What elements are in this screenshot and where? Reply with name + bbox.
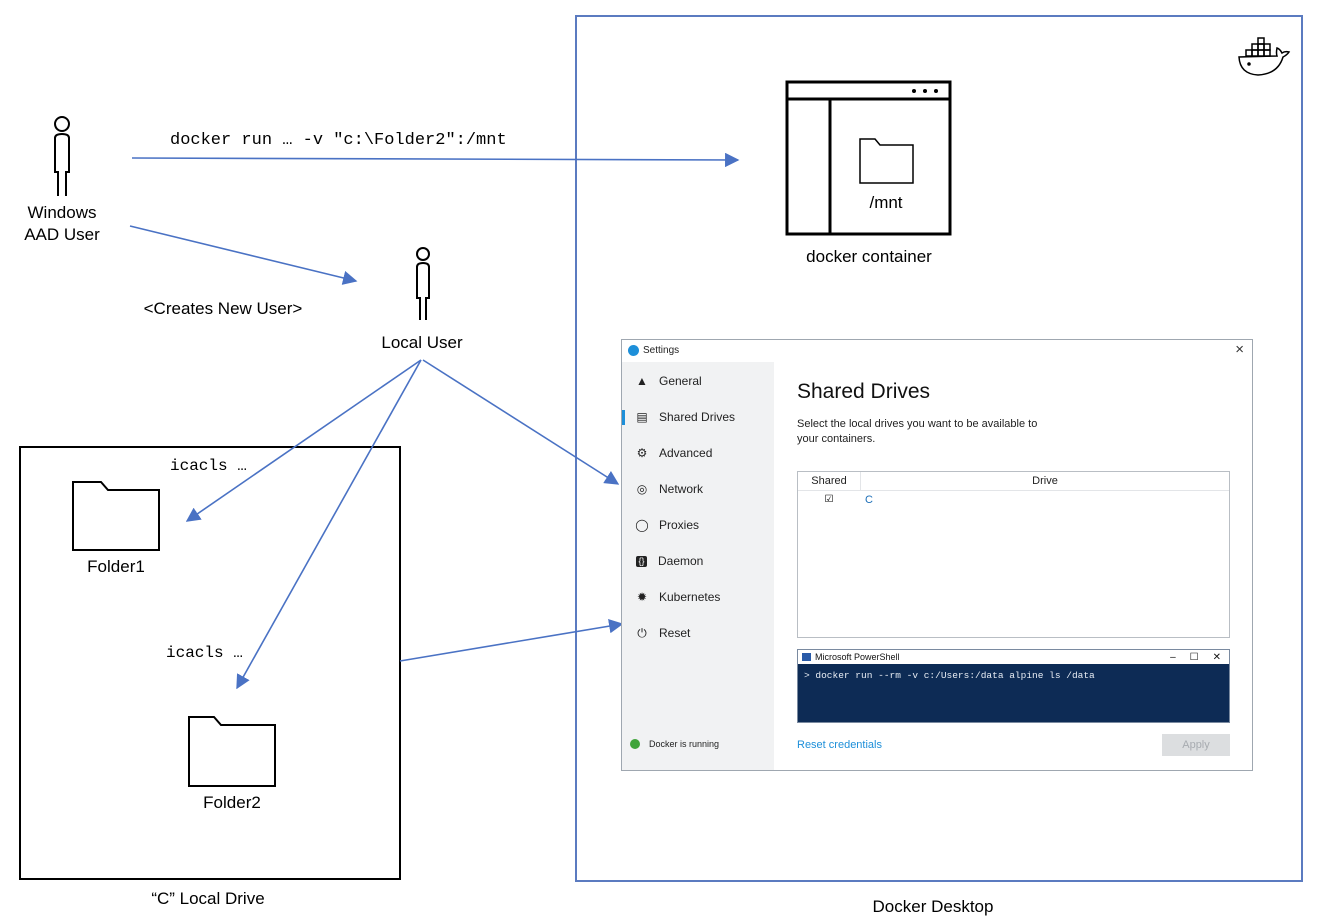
mnt-label: /mnt xyxy=(869,193,903,212)
docker-status: Docker is running xyxy=(630,739,719,749)
docker-whale-icon xyxy=(1238,37,1291,76)
windows-user-label: Windows AAD User xyxy=(12,202,112,246)
nav-item-shared-drives[interactable]: ▤ Shared Drives xyxy=(622,402,774,432)
nav-item-general[interactable]: ▲ General xyxy=(622,366,774,396)
windows-user-person-icon xyxy=(54,116,70,196)
nav-item-reset[interactable]: ⏻ Reset xyxy=(622,618,774,648)
nav-label-kubernetes: Kubernetes xyxy=(659,590,721,604)
settings-sidebar: ▲ General ▤ Shared Drives ⚙ Advanced ◎ Netwo… xyxy=(622,362,774,770)
description-line2: your containers. xyxy=(797,433,876,445)
drives-table: Shared Drive ☑ C xyxy=(797,471,1230,638)
minimize-icon[interactable]: – xyxy=(1170,651,1176,663)
powershell-titlebar: Microsoft PowerShell – ☐ ✕ xyxy=(798,650,1229,664)
nav-item-proxies[interactable]: ◯ Proxies xyxy=(622,510,774,540)
drive-letter: C xyxy=(865,494,873,506)
table-row[interactable]: ☑ C xyxy=(798,491,1229,509)
folder1-label: Folder1 xyxy=(87,557,145,576)
arrow-local-user-to-folder1 xyxy=(185,359,422,522)
gear-icon: ⚙ xyxy=(636,446,648,460)
settings-window: Settings × ▲ General ▤ Shared Drives ⚙ Adva… xyxy=(621,339,1253,771)
power-icon: ⏻ xyxy=(637,625,647,640)
status-dot-icon xyxy=(630,739,640,749)
powershell-icon xyxy=(802,653,811,661)
column-header-drive[interactable]: Drive xyxy=(1032,475,1058,487)
kubernetes-icon: ✹ xyxy=(636,590,648,604)
local-drive-boundary xyxy=(19,446,401,880)
nav-label-network: Network xyxy=(659,482,704,496)
nav-label-shared-drives: Shared Drives xyxy=(659,410,736,424)
docker-desktop-boundary xyxy=(575,15,1303,882)
nav-item-advanced[interactable]: ⚙ Advanced xyxy=(622,438,774,468)
docker-container-icon xyxy=(785,80,952,236)
arrow-drive-to-settings xyxy=(399,619,624,662)
arrow-local-user-to-folder2 xyxy=(236,359,422,690)
folder2-label: Folder2 xyxy=(203,793,261,812)
icacls-folder2-label: icacls … xyxy=(166,644,243,662)
shared-drives-description: Select the local drives you want to be a… xyxy=(797,417,1037,447)
description-line1: Select the local drives you want to be a… xyxy=(797,418,1038,430)
creates-new-user-label: <Creates New User> xyxy=(143,299,303,318)
nav-label-proxies: Proxies xyxy=(659,518,700,532)
proxy-icon: ◯ xyxy=(635,518,649,532)
docker-desktop-label: Docker Desktop xyxy=(872,897,994,916)
windows-user-line2: AAD User xyxy=(24,225,100,244)
nav-label-advanced: Advanced xyxy=(659,446,713,460)
nav-item-network[interactable]: ◎ Network xyxy=(622,474,774,504)
drives-table-header: Shared Drive xyxy=(798,472,1229,491)
nav-item-daemon[interactable]: {} Daemon xyxy=(622,546,774,576)
local-user-label: Local User xyxy=(381,333,463,352)
nav-label-daemon: Daemon xyxy=(658,554,704,568)
arrow-user-to-local-user xyxy=(129,225,358,285)
docker-container-label: docker container xyxy=(806,247,932,266)
settings-titlebar: Settings xyxy=(628,345,679,356)
docker-status-text: Docker is running xyxy=(649,739,720,749)
folder2-icon xyxy=(188,716,276,787)
powershell-close-icon[interactable]: ✕ xyxy=(1212,651,1221,663)
column-header-shared[interactable]: Shared xyxy=(798,472,861,490)
apply-button[interactable]: Apply xyxy=(1162,734,1230,756)
docker-run-command: docker run … -v "c:\Folder2":/mnt xyxy=(170,131,507,150)
windows-user-line1: Windows xyxy=(27,203,97,222)
network-icon: ◎ xyxy=(636,482,648,496)
powershell-title: Microsoft PowerShell xyxy=(815,652,900,662)
close-icon[interactable]: × xyxy=(1235,341,1244,358)
shared-checkbox[interactable]: ☑ xyxy=(824,494,834,505)
shared-drives-heading: Shared Drives xyxy=(797,380,931,403)
settings-title: Settings xyxy=(643,345,680,356)
nav-item-kubernetes[interactable]: ✹ Kubernetes xyxy=(622,582,774,612)
daemon-icon: {} xyxy=(636,555,647,567)
local-user-person-icon xyxy=(416,247,430,320)
folder1-icon xyxy=(72,481,160,551)
docker-app-icon xyxy=(628,345,639,356)
icacls-folder1-label: icacls … xyxy=(170,457,247,475)
nav-label-reset: Reset xyxy=(659,626,691,640)
local-drive-label: “C” Local Drive xyxy=(151,889,265,908)
arrow-user-to-container xyxy=(131,152,740,168)
nav-label-general: General xyxy=(659,374,702,388)
arrow-local-user-to-settings xyxy=(422,359,620,485)
powershell-window: Microsoft PowerShell – ☐ ✕ > docker run … xyxy=(797,649,1230,723)
maximize-icon[interactable]: ☐ xyxy=(1189,651,1199,663)
powershell-command: > docker run --rm -v c:/Users:/data alpi… xyxy=(804,670,1095,681)
whale-icon: ▲ xyxy=(636,374,648,388)
drive-icon: ▤ xyxy=(636,410,648,424)
mnt-folder-icon xyxy=(859,138,914,184)
reset-credentials-link[interactable]: Reset credentials xyxy=(797,739,882,751)
